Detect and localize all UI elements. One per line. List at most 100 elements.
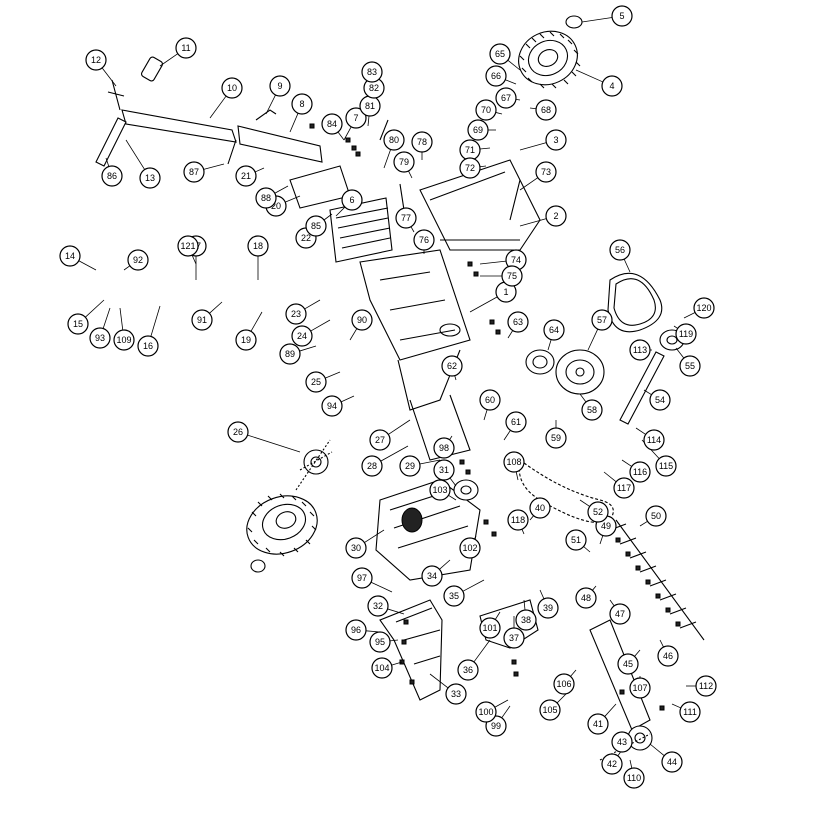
leader-line-8: [289, 113, 299, 133]
callout-number: 83: [367, 67, 377, 77]
callout-number: 42: [607, 759, 617, 769]
callout-circle: [369, 429, 391, 451]
callout-circle: [89, 327, 111, 349]
callout-circle: [345, 619, 367, 641]
callout-circle: [645, 505, 667, 527]
callout-84: 84: [321, 113, 343, 135]
leader-line-13: [125, 139, 145, 170]
callout-number: 22: [301, 233, 311, 243]
callout-4: 4: [601, 75, 623, 97]
leader-line-65: [507, 59, 521, 71]
callout-number: 12: [91, 55, 101, 65]
callout-34: 34: [421, 565, 443, 587]
callout-117: 117: [613, 477, 635, 499]
callout-circle: [591, 309, 613, 331]
callout-number: 2: [553, 211, 558, 221]
callout-number: 68: [541, 105, 551, 115]
callout-number: 85: [311, 221, 321, 231]
callout-100: 100: [475, 701, 497, 723]
leader-line-117: [603, 471, 617, 483]
callout-72: 72: [459, 157, 481, 179]
callout-circle: [321, 113, 343, 135]
callout-circle: [611, 731, 633, 753]
callout-number: 88: [261, 193, 271, 203]
callout-75: 75: [501, 265, 523, 287]
callout-circle: [553, 673, 575, 695]
callout-circle: [235, 329, 257, 351]
callout-number: 9: [277, 81, 282, 91]
callout-119: 119: [675, 323, 697, 345]
leader-line-56: [623, 258, 631, 273]
callout-circle: [177, 235, 199, 257]
leader-line-6: [335, 206, 346, 217]
callout-113: 113: [629, 339, 651, 361]
callout-number: 90: [357, 315, 367, 325]
callout-number: 89: [285, 349, 295, 359]
callout-104: 104: [371, 657, 393, 679]
leader-line-62: [454, 375, 457, 381]
callout-circle: [565, 529, 587, 551]
leader-line-21: [254, 167, 265, 173]
callout-81: 81: [359, 95, 381, 117]
callout-circle: [113, 329, 135, 351]
callout-number: 93: [95, 333, 105, 343]
callout-number: 97: [357, 573, 367, 583]
callout-circle: [393, 151, 415, 173]
leader-line-93: [102, 307, 111, 329]
callout-number: 102: [462, 543, 477, 553]
callout-number: 113: [633, 345, 647, 355]
callout-circle: [191, 309, 213, 331]
callout-number: 30: [351, 543, 361, 553]
callout-115: 115: [655, 455, 677, 477]
callout-circle: [383, 129, 405, 151]
callout-circle: [457, 659, 479, 681]
callout-circle: [545, 205, 567, 227]
callout-number: 108: [506, 457, 521, 467]
chute-33: [379, 599, 443, 701]
callout-42: 42: [601, 753, 623, 775]
leader-line-55: [675, 347, 685, 359]
leader-line-51: [583, 546, 591, 553]
callout-number: 112: [699, 681, 713, 691]
callout-number: 3: [553, 135, 558, 145]
callout-circle: [507, 509, 529, 531]
top-wheel: [518, 30, 581, 89]
callout-62: 62: [441, 355, 463, 377]
callout-circle: [629, 461, 651, 483]
callout-110: 110: [623, 767, 645, 789]
leader-line-79: [408, 170, 413, 179]
callout-circle: [127, 249, 149, 271]
callout-circle: [543, 319, 565, 341]
leader-line-3: [519, 142, 547, 151]
callout-number: 26: [233, 427, 243, 437]
callout-circle: [235, 165, 257, 187]
callout-69: 69: [467, 119, 489, 141]
callout-27: 27: [369, 429, 391, 451]
callout-12: 12: [85, 49, 107, 71]
callout-82: 82: [363, 77, 385, 99]
callout-47: 47: [609, 603, 631, 625]
callout-63: 63: [507, 311, 529, 333]
leader-line-105: [556, 693, 567, 704]
callout-circle: [601, 753, 623, 775]
callout-number: 27: [375, 435, 385, 445]
callout-circle: [67, 313, 89, 335]
leader-line-15: [85, 299, 105, 318]
leader-line-35: [462, 579, 485, 592]
callout-number: 92: [133, 255, 143, 265]
callout-number: 115: [659, 461, 673, 471]
callout-number: 40: [535, 503, 545, 513]
callout-circle: [361, 61, 383, 83]
leader-line-47: [609, 599, 615, 607]
callout-number: 28: [367, 461, 377, 471]
callout-60: 60: [479, 389, 501, 411]
callout-number: 82: [369, 83, 379, 93]
callout-circle: [459, 157, 481, 179]
callout-circle: [367, 595, 389, 617]
callout-circle: [505, 411, 527, 433]
tine-shaft: [605, 519, 705, 641]
callout-circle: [413, 229, 435, 251]
callout-95: 95: [369, 631, 391, 653]
callout-31: 31: [433, 459, 455, 481]
callout-circle: [59, 245, 81, 267]
